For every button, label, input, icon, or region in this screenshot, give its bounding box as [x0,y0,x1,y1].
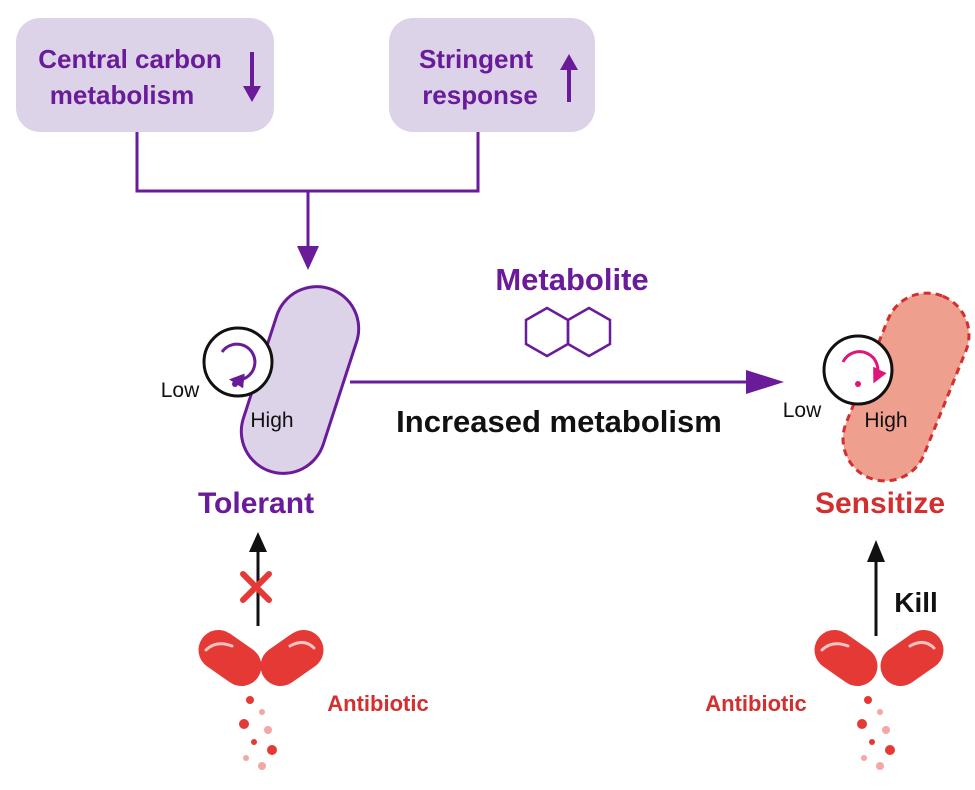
tolerant-metabolic-dial [202,326,274,398]
tolerant-cell: Low High [161,285,361,475]
sensitive-metabolic-dial [822,334,894,406]
arrow-down-icon [243,52,261,102]
dial-rotation-icon [841,350,887,384]
sensitize-label: Sensitize [815,487,945,520]
stringent-response-box: Stringent response [389,18,595,132]
antibiotic-capsule-icon [198,629,324,770]
sensitive-dial-low: Low [783,399,822,422]
arrow-up-icon [560,54,578,102]
transition-arrowhead [746,370,784,394]
sensitive-dial-high: High [864,409,907,432]
antibiotic-particles [857,696,895,770]
kill-arrow [867,540,885,636]
merge-arrowhead [297,246,319,270]
sensitive-cell: Low High [783,291,971,483]
sensitive-antibiotic-label: Antibiotic [705,691,806,716]
stringent-line1: Stringent [419,44,533,74]
central-carbon-line2: metabolism [50,80,195,110]
tolerant-dial-high: High [250,409,293,432]
dial-rotation-icon [220,342,257,389]
merge-connector [135,132,480,270]
central-carbon-line1: Central carbon [38,44,222,74]
stringent-line2: response [422,80,538,110]
tolerant-antibiotic-label: Antibiotic [327,691,428,716]
central-carbon-box: Central carbon metabolism [16,18,274,132]
red-x-icon [240,571,272,603]
tolerant-dial-low: Low [161,379,200,402]
antibiotic-particles [239,696,277,770]
metabolite-label: Metabolite [495,262,648,297]
increased-metabolism-label: Increased metabolism [396,404,722,439]
transition: Metabolite Increased metabolism [350,262,784,439]
kill-label: Kill [894,587,938,618]
naphthalene-ring-icon [524,306,612,358]
tolerant-label: Tolerant [198,487,314,520]
antibiotic-capsule-icon [814,629,944,770]
